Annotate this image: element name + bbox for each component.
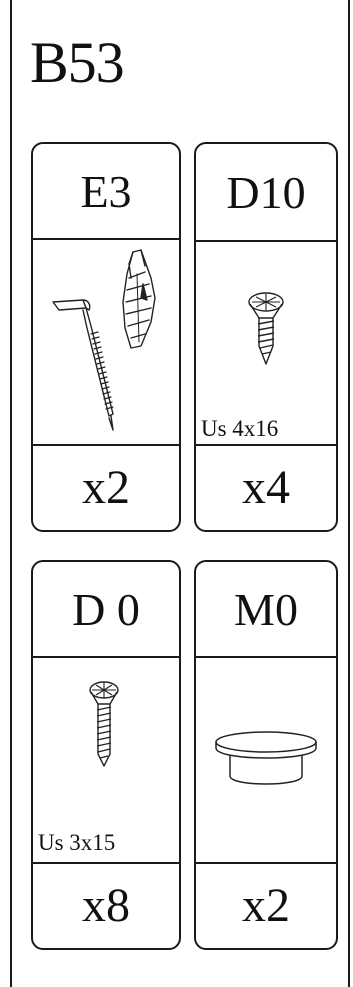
part-card-d10: D10 Us 4x16 x4 [194, 142, 338, 532]
part-card-d0: D 0 Us 3x15 x8 [31, 560, 181, 950]
part-quantity: x8 [33, 862, 179, 948]
part-code: M0 [196, 562, 336, 658]
part-card-e3: E3 x2 [31, 142, 181, 532]
part-quantity: x4 [196, 444, 336, 530]
sheet-title: B53 [30, 28, 124, 98]
part-quantity: x2 [33, 444, 179, 530]
part-code: E3 [33, 144, 179, 240]
round-cover-cap-icon [196, 714, 336, 814]
sheet-border-right [348, 0, 350, 987]
hook-and-wall-plug-icon [33, 238, 179, 444]
part-quantity: x2 [196, 862, 336, 948]
countersunk-screw-icon [196, 286, 336, 376]
part-spec: Us 3x15 [38, 830, 115, 856]
sheet-border-left [10, 0, 12, 987]
part-spec: Us 4x16 [201, 416, 278, 442]
part-code: D10 [196, 144, 336, 242]
part-card-m0: M0 x2 [194, 560, 338, 950]
part-code: D 0 [33, 562, 179, 658]
countersunk-screw-icon [33, 674, 179, 774]
